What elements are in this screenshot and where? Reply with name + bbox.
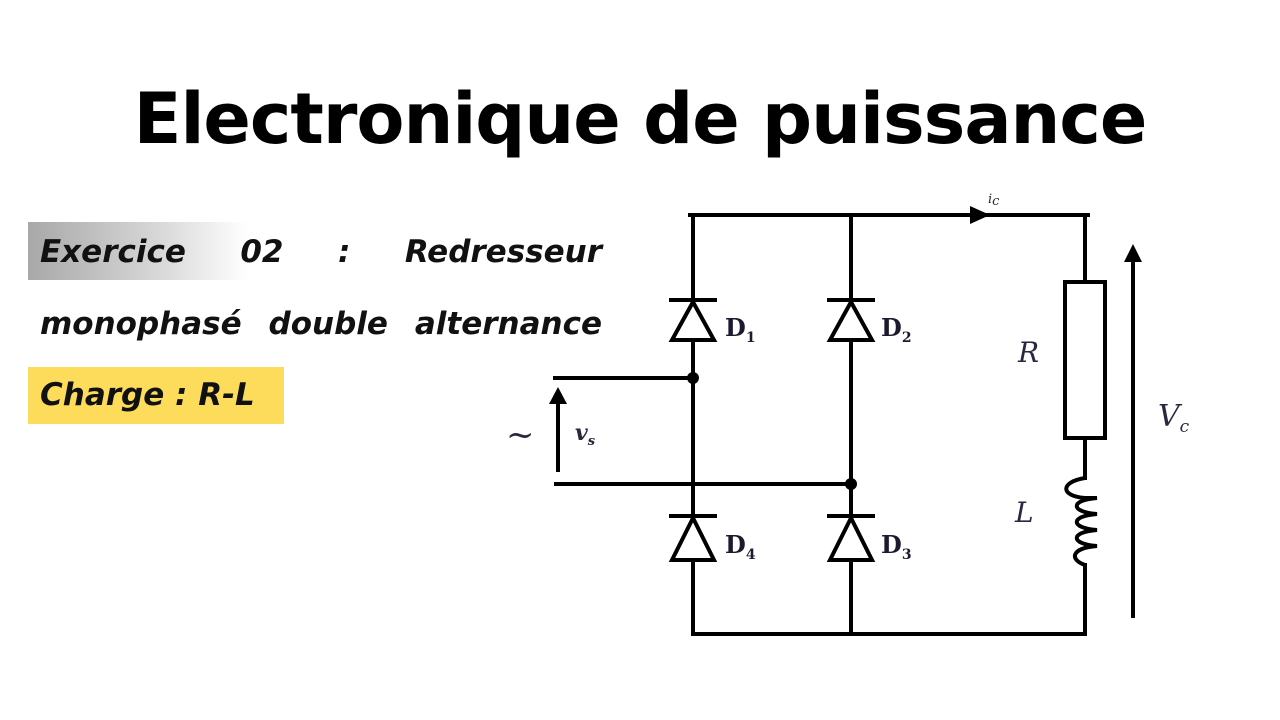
diode-d1-symbol [668,297,718,342]
exercise-word: double [268,306,388,342]
exercise-highlight-gradient [28,222,248,280]
inductor-symbol [1064,476,1098,567]
junction-dot [687,372,699,384]
junction-dot [845,478,857,490]
exercise-colon: : [337,234,351,270]
resistor-symbol [1063,280,1107,440]
arrow-up-icon [549,387,567,404]
diode-d2-symbol [826,297,876,342]
exercise-word: Redresseur [404,234,602,270]
exercise-title-line-2: monophasé double alternance [40,306,602,342]
diode-d2-label: D2 [881,313,912,346]
diode-d4-label: D4 [725,530,756,563]
inductor-label: L [1014,496,1034,529]
diode-d1-label: D1 [725,313,756,346]
charge-badge: Charge : R-L [28,367,284,424]
resistor-label: R [1017,336,1039,369]
ac-source-symbol: ~ [506,415,535,455]
page-title: Electronique de puissance [133,78,1148,160]
diode-d4-symbol [668,513,718,562]
source-voltage-label: vs [575,420,596,449]
exercise-number: 02 [240,234,284,270]
current-arrow-icon [970,206,990,224]
diode-d3-symbol [826,513,876,562]
current-label: ic [988,192,1000,209]
exercise-title-line-1: Exercice 02 : Redresseur [40,234,602,270]
exercise-word: Exercice [40,234,186,270]
output-voltage-label: Vc [1158,399,1190,437]
exercise-word: alternance [414,306,602,342]
diode-d3-label: D3 [881,530,912,563]
exercise-word: monophasé [40,306,242,342]
charge-label: Charge : R-L [40,377,255,413]
arrow-up-icon [1124,244,1142,262]
